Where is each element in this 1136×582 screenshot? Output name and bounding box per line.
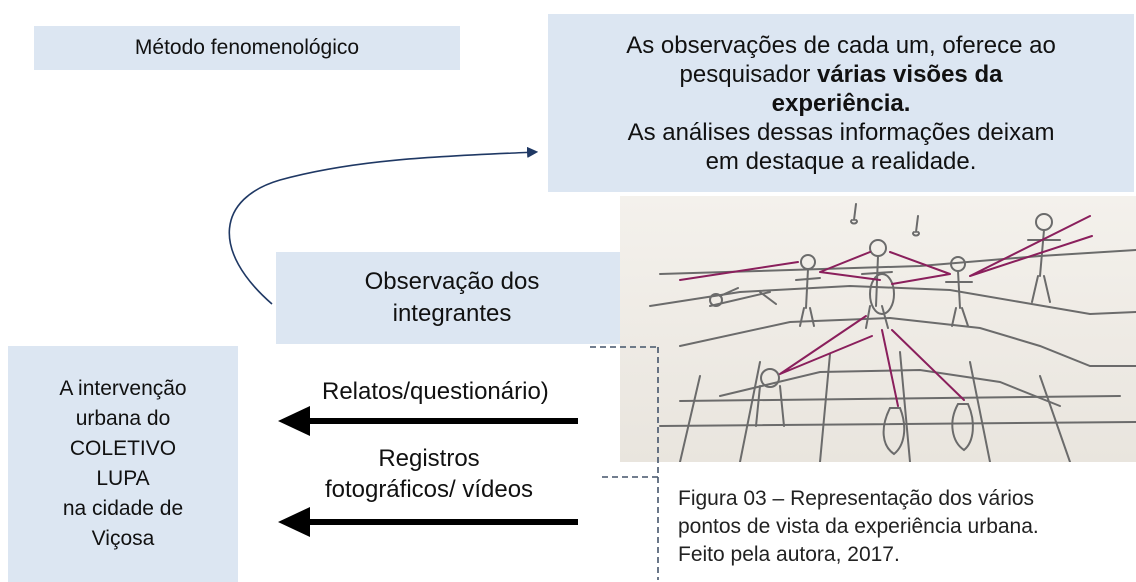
intervencao-box: A intervenção urbana do COLETIVO LUPA na… [8,346,238,582]
observations-box: As observações de cada um, oferece ao pe… [548,14,1134,192]
intervencao-line: na cidade de [62,497,184,520]
intervencao-line: Viçosa [91,527,155,550]
sketch-viewpoint-lines [679,215,1093,407]
observations-line-2: pesquisador várias visões da [680,60,1003,89]
integrantes-box: Observação dos integrantes [276,252,628,344]
observations-line-3: experiência. [772,89,911,118]
observations-line-4: As análises dessas informações deixam [627,118,1055,146]
caption-line-2: pontos de vista da experiência urbana. [678,515,1039,538]
caption-line-1: Figura 03 – Representação dos vários [678,487,1035,510]
integrantes-line-1: Observação dos [364,268,540,295]
relatos-arrow [278,406,578,436]
observations-line-2-bold: várias visões da [816,60,1003,88]
registros-line-1: Registros [378,445,480,472]
intervencao-line: A intervenção [59,377,187,400]
observations-line-1: As observações de cada um, oferece ao [626,31,1056,59]
sketch-pencil-lines [649,203,1136,462]
observations-line-3-bold: experiência. [771,89,911,117]
relatos-label: Relatos/questionário) [322,378,549,405]
caption-line-3: Feito pela autora, 2017. [678,543,900,566]
registros-arrow [278,507,578,537]
intervencao-line: COLETIVO [69,437,177,460]
method-title: Método fenomenológico [134,36,360,59]
observations-line-5: em destaque a realidade. [705,147,977,175]
integrantes-line-2: integrantes [392,300,512,327]
intervencao-line: urbana do [75,407,171,430]
registros-label: Registros fotográficos/ vídeos [300,443,558,505]
urban-experience-sketch [620,196,1136,462]
observations-line-2-normal: pesquisador [679,60,811,88]
intervencao-line: LUPA [96,467,150,490]
registros-line-2: fotográficos/ vídeos [324,476,534,503]
method-title-box: Método fenomenológico [34,26,460,70]
figure-caption: Figura 03 – Representação dos vários pon… [678,485,1134,569]
